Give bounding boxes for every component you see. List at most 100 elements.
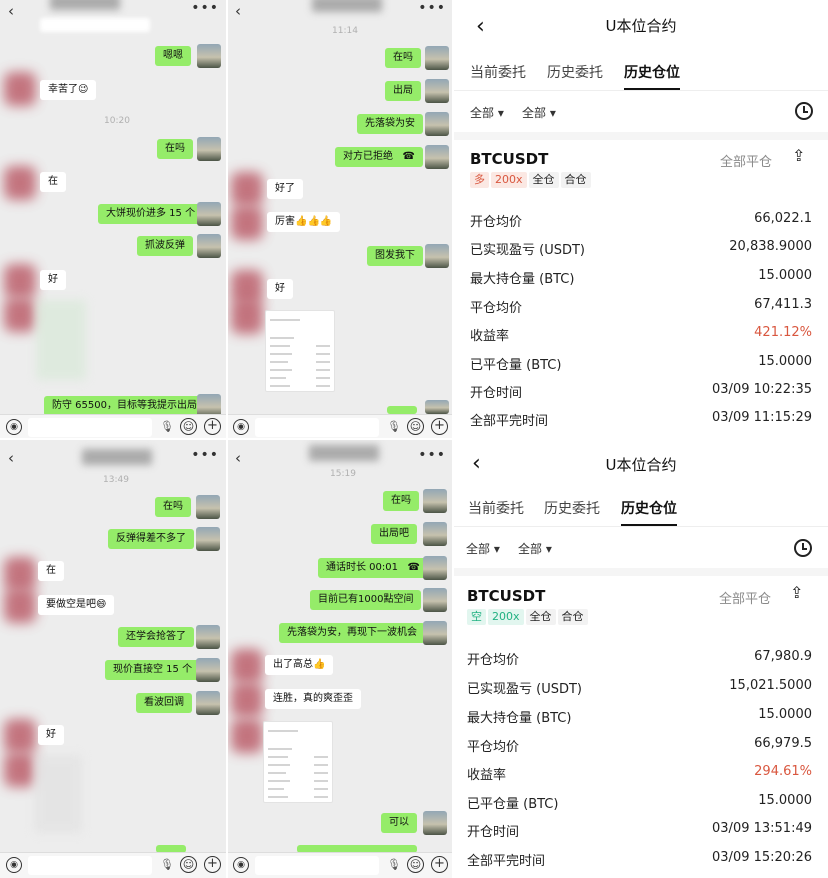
plus-icon[interactable]: + (431, 856, 448, 873)
emoji-icon[interactable]: ☺ (407, 418, 424, 435)
message-bubble[interactable]: 好 (40, 270, 66, 290)
message-input[interactable] (255, 856, 379, 875)
tab-order-history[interactable]: 历史委托 (544, 501, 600, 517)
avatar[interactable] (425, 112, 449, 136)
back-icon[interactable]: ‹ (235, 449, 241, 467)
share-icon[interactable]: ⇪ (792, 146, 806, 165)
message-bubble[interactable]: 在 (38, 561, 64, 581)
message-bubble[interactable]: 对方已拒绝 ☎ (335, 147, 424, 167)
message-bubble[interactable]: 出局吧 (371, 524, 417, 544)
avatar[interactable] (423, 588, 447, 612)
avatar[interactable] (423, 489, 447, 513)
message-bubble-partial[interactable] (387, 406, 417, 414)
message-bubble[interactable]: 好 (38, 725, 64, 745)
screenshot-thumbnail[interactable] (263, 721, 333, 803)
message-bubble[interactable]: 还学会抢答了 (118, 627, 194, 647)
avatar[interactable] (423, 556, 447, 580)
message-bubble[interactable]: 幸苦了😉 (40, 80, 97, 100)
avatar[interactable] (196, 495, 220, 519)
message-bubble[interactable]: 可以 (381, 813, 417, 833)
message-bubble[interactable]: 在吗 (157, 139, 193, 159)
close-all-button[interactable]: 全部平仓 (719, 592, 772, 607)
filter-dropdown-symbol[interactable]: 全部 ▾ (470, 106, 504, 120)
avatar[interactable] (425, 400, 449, 414)
voice-icon[interactable]: ◉ (6, 419, 22, 435)
back-icon[interactable]: ‹ (235, 2, 241, 20)
screenshot-thumbnail[interactable] (265, 310, 335, 392)
avatar[interactable] (197, 234, 221, 258)
tab-order-history[interactable]: 历史委托 (547, 65, 603, 81)
message-bubble[interactable]: 目前已有1000點空间 (310, 590, 422, 610)
avatar[interactable] (196, 691, 220, 715)
message-bubble[interactable]: 在吗 (155, 497, 191, 517)
emoji-icon[interactable]: ☺ (180, 856, 197, 873)
tab-current-orders[interactable]: 当前委托 (470, 65, 526, 81)
mic-icon[interactable]: 🎙 (160, 420, 174, 433)
more-icon[interactable]: ••• (191, 0, 219, 16)
message-bubble[interactable]: 连胜，真的爽歪歪 (265, 689, 361, 709)
message-bubble[interactable]: 在 (40, 172, 66, 192)
emoji-icon[interactable]: ☺ (407, 856, 424, 873)
tab-position-history[interactable]: 历史仓位 (624, 65, 680, 81)
more-icon[interactable]: ••• (418, 0, 446, 16)
plus-icon[interactable]: + (431, 418, 448, 435)
message-input[interactable] (28, 418, 152, 437)
voice-icon[interactable]: ◉ (233, 857, 249, 873)
avatar[interactable] (196, 527, 220, 551)
message-bubble[interactable]: 图发我下 (367, 246, 423, 266)
message-bubble[interactable]: 出了高总👍 (265, 655, 334, 675)
back-icon[interactable]: ‹ (8, 449, 14, 467)
avatar[interactable] (197, 44, 221, 68)
avatar[interactable] (196, 625, 220, 649)
avatar[interactable] (197, 137, 221, 161)
avatar[interactable] (196, 658, 220, 682)
filter-dropdown-type[interactable]: 全部 ▾ (522, 106, 556, 120)
message-input[interactable] (255, 418, 379, 437)
message-bubble[interactable]: 先落袋为安 (357, 114, 423, 134)
message-bubble[interactable]: 好了 (267, 179, 303, 199)
avatar[interactable] (423, 522, 447, 546)
voice-icon[interactable]: ◉ (6, 857, 22, 873)
message-bubble[interactable]: 要做空是吧😄 (38, 595, 115, 615)
close-all-button[interactable]: 全部平仓 (720, 155, 773, 170)
message-bubble[interactable]: 看波回调 (136, 693, 192, 713)
message-bubble-partial[interactable] (156, 845, 186, 853)
message-bubble[interactable]: 反弹得差不多了 (108, 529, 194, 549)
tab-position-history[interactable]: 历史仓位 (621, 501, 677, 517)
message-input[interactable] (28, 856, 152, 875)
mic-icon[interactable]: 🎙 (387, 858, 401, 871)
more-icon[interactable]: ••• (191, 447, 219, 463)
clock-icon[interactable] (794, 539, 812, 557)
message-bubble[interactable]: 防守 65500，目标等我提示出局 (44, 396, 205, 416)
message-bubble[interactable]: 好 (267, 279, 293, 299)
avatar[interactable] (425, 145, 449, 169)
avatar[interactable] (423, 621, 447, 645)
avatar[interactable] (197, 202, 221, 226)
avatar[interactable] (425, 79, 449, 103)
message-bubble[interactable]: 先落袋为安，再现下一波机会 (279, 623, 425, 643)
avatar[interactable] (423, 811, 447, 835)
mic-icon[interactable]: 🎙 (387, 420, 401, 433)
back-icon[interactable]: ‹ (476, 14, 485, 39)
clock-icon[interactable] (795, 102, 813, 120)
back-icon[interactable]: ‹ (472, 451, 481, 476)
message-bubble[interactable]: 出局 (385, 81, 421, 101)
back-icon[interactable]: ‹ (8, 2, 14, 20)
mic-icon[interactable]: 🎙 (160, 858, 174, 871)
message-bubble[interactable]: 抓波反弹 (137, 236, 193, 256)
message-bubble[interactable]: 大饼现价进多 15 个 (98, 204, 204, 224)
message-bubble[interactable]: 厉害👍👍👍 (267, 212, 341, 232)
plus-icon[interactable]: + (204, 418, 221, 435)
plus-icon[interactable]: + (204, 856, 221, 873)
message-bubble[interactable]: 在吗 (383, 491, 419, 511)
avatar[interactable] (425, 46, 449, 70)
share-icon[interactable]: ⇪ (790, 583, 804, 602)
message-bubble[interactable]: 在吗 (385, 48, 421, 68)
filter-dropdown-symbol[interactable]: 全部 ▾ (466, 542, 500, 556)
filter-dropdown-type[interactable]: 全部 ▾ (518, 542, 552, 556)
voice-icon[interactable]: ◉ (233, 419, 249, 435)
message-bubble[interactable]: 通话时长 00:01 ☎ (318, 558, 429, 578)
avatar[interactable] (425, 244, 449, 268)
emoji-icon[interactable]: ☺ (180, 418, 197, 435)
message-bubble-partial[interactable] (297, 845, 417, 853)
